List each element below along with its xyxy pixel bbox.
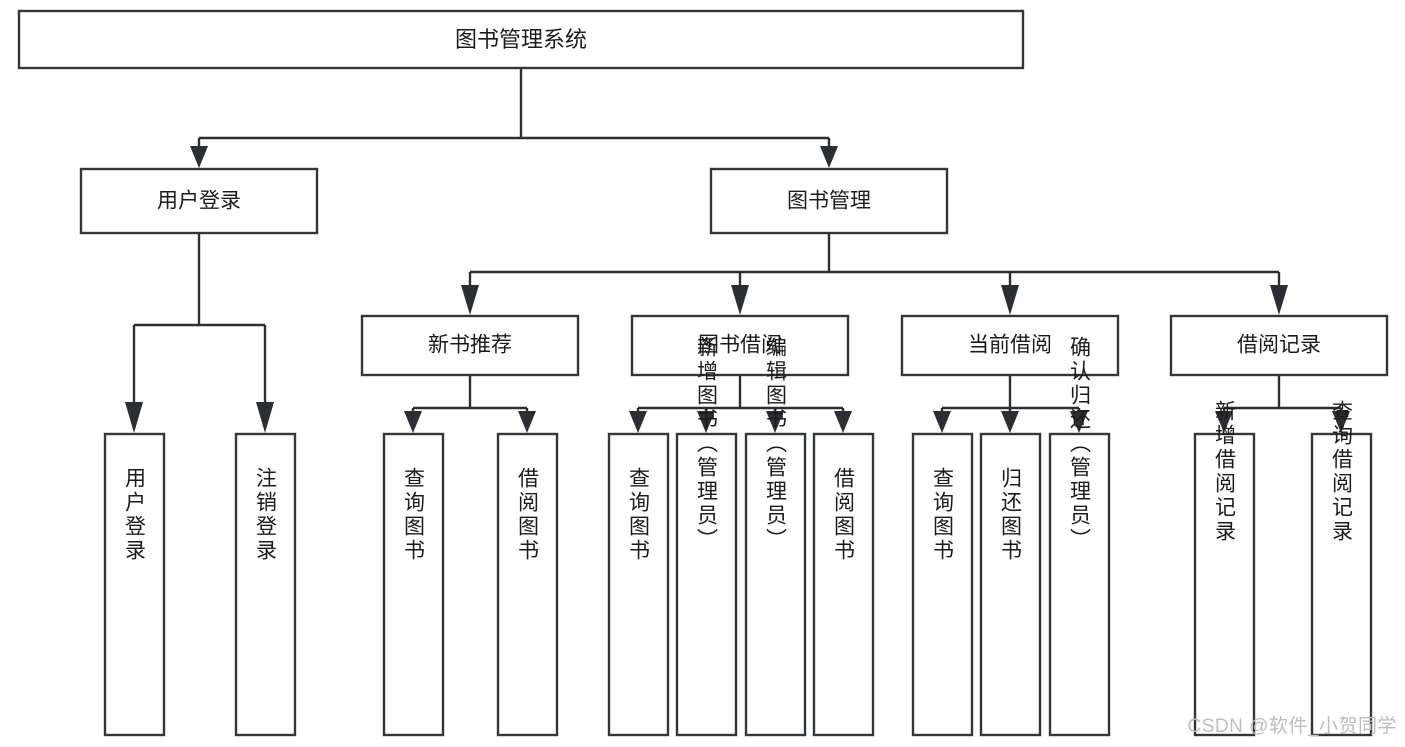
node-leaf-query-book-1-label: 查询图书 — [402, 467, 426, 563]
node-leaf-confirm-return-label: 确认归还（管理员） — [1068, 336, 1092, 552]
arrow-head-leaf-user-login — [125, 402, 143, 433]
node-current-borrow[interactable]: 当前借阅 — [900, 314, 1120, 377]
node-root[interactable]: 图书管理系统 — [17, 9, 1025, 70]
node-leaf-query-record-label: 查询借阅记录 — [1330, 400, 1354, 544]
arrow-head-book-management — [820, 146, 838, 168]
node-leaf-add-record-box[interactable] — [1193, 432, 1256, 737]
node-book-borrow[interactable]: 图书借阅 — [630, 314, 850, 377]
node-new-book-recommend[interactable]: 新书推荐 — [360, 314, 580, 377]
arrow-head-leaf-borrow-book-2 — [834, 411, 852, 433]
arrow-head-leaf-query-book-1 — [404, 411, 422, 433]
node-leaf-confirm-return-box[interactable] — [1048, 432, 1111, 737]
node-leaf-borrow-book-2-label: 借阅图书 — [832, 467, 856, 563]
arrow-head-leaf-user-logout — [256, 402, 274, 433]
node-leaf-user-logout-label: 注销登录 — [254, 467, 278, 563]
arrow-head-new-book-recommend — [461, 285, 479, 315]
node-leaf-query-book-3[interactable]: 查询图书 — [911, 432, 974, 737]
arrow-head-leaf-borrow-book-1 — [518, 411, 536, 433]
node-leaf-borrow-book-1-box[interactable] — [496, 432, 559, 737]
node-leaf-borrow-book-1-label: 借阅图书 — [516, 467, 540, 563]
node-leaf-add-book-label: 新增图书（管理员） — [695, 336, 719, 552]
arrow-head-leaf-add-book — [697, 411, 715, 433]
arrow-head-leaf-edit-book — [766, 411, 784, 433]
node-leaf-query-record-box[interactable] — [1310, 432, 1373, 737]
node-leaf-return-book[interactable]: 归还图书 — [979, 432, 1042, 737]
node-leaf-add-book-box[interactable] — [675, 432, 738, 737]
node-current-borrow-box[interactable] — [900, 314, 1120, 377]
arrow-head-current-borrow — [1001, 285, 1019, 315]
connector-group-current-borrow — [933, 375, 1088, 433]
node-borrow-record-label: 借阅记录 — [1237, 334, 1321, 357]
node-leaf-query-book-2-box[interactable] — [607, 432, 670, 737]
watermark-text: CSDN @软件_小贺同学 — [1188, 715, 1397, 737]
node-user-login[interactable]: 用户登录 — [79, 167, 319, 235]
connector-group-borrow-record — [1215, 375, 1350, 433]
node-book-management[interactable]: 图书管理 — [709, 167, 949, 235]
node-leaf-edit-book-box[interactable] — [744, 432, 807, 737]
arrow-head-book-borrow — [731, 285, 749, 315]
node-leaf-query-book-3-box[interactable] — [911, 432, 974, 737]
node-leaf-add-book[interactable]: 新增图书（管理员） — [675, 336, 738, 737]
node-leaf-query-book-1-box[interactable] — [382, 432, 445, 737]
node-root-label: 图书管理系统 — [455, 27, 587, 52]
connector-group-book-borrow — [629, 375, 852, 433]
arrow-head-borrow-record — [1270, 285, 1288, 315]
node-borrow-record[interactable]: 借阅记录 — [1169, 314, 1389, 377]
arrow-head-user-login — [190, 146, 208, 168]
node-book-borrow-label: 图书借阅 — [698, 334, 782, 357]
node-current-borrow-label: 当前借阅 — [968, 334, 1052, 357]
node-book-borrow-box[interactable] — [630, 314, 850, 377]
arrow-head-leaf-query-book-2 — [629, 411, 647, 433]
node-leaf-query-book-2-label: 查询图书 — [627, 467, 651, 563]
node-user-login-box[interactable] — [79, 167, 319, 235]
node-book-management-box[interactable] — [709, 167, 949, 235]
node-book-management-label: 图书管理 — [787, 190, 871, 213]
node-leaf-edit-book[interactable]: 编辑图书（管理员） — [744, 336, 807, 737]
arrow-head-leaf-add-record — [1215, 411, 1233, 433]
node-leaf-user-login[interactable]: 用户登录 — [103, 432, 166, 737]
connector-group-new-book-recommend — [404, 375, 536, 433]
node-leaf-query-book-3-label: 查询图书 — [931, 467, 955, 563]
arrow-head-leaf-query-book-3 — [933, 411, 951, 433]
node-borrow-record-box[interactable] — [1169, 314, 1389, 377]
node-leaf-query-record[interactable]: 查询借阅记录 — [1310, 400, 1373, 737]
node-leaf-add-record-label: 新增借阅记录 — [1213, 400, 1237, 544]
node-leaf-add-record[interactable]: 新增借阅记录 — [1193, 400, 1256, 737]
node-leaf-borrow-book-2-box[interactable] — [812, 432, 875, 737]
node-leaf-return-book-box[interactable] — [979, 432, 1042, 737]
arrow-head-leaf-query-record — [1332, 411, 1350, 433]
arrow-head-leaf-confirm-return — [1070, 411, 1088, 433]
node-user-login-label: 用户登录 — [157, 190, 241, 213]
connector-group-book-management — [461, 233, 1288, 315]
node-leaf-borrow-book-1[interactable]: 借阅图书 — [496, 432, 559, 737]
connector-group-root — [190, 68, 838, 168]
node-new-book-recommend-label: 新书推荐 — [428, 334, 512, 357]
connector-group-user-login — [125, 233, 274, 433]
arrow-head-leaf-return-book — [1001, 411, 1019, 433]
node-leaf-user-login-label: 用户登录 — [123, 467, 147, 563]
node-leaf-borrow-book-2[interactable]: 借阅图书 — [812, 432, 875, 737]
node-leaf-user-logout[interactable]: 注销登录 — [234, 432, 297, 737]
node-leaf-confirm-return[interactable]: 确认归还（管理员） — [1048, 336, 1111, 737]
node-leaf-edit-book-label: 编辑图书（管理员） — [764, 336, 788, 552]
node-root-box[interactable] — [17, 9, 1025, 70]
node-leaf-user-login-box[interactable] — [103, 432, 166, 737]
node-leaf-return-book-label: 归还图书 — [999, 467, 1023, 563]
node-new-book-recommend-box[interactable] — [360, 314, 580, 377]
node-leaf-query-book-1[interactable]: 查询图书 — [382, 432, 445, 737]
node-leaf-query-book-2[interactable]: 查询图书 — [607, 432, 670, 737]
node-leaf-user-logout-box[interactable] — [234, 432, 297, 737]
